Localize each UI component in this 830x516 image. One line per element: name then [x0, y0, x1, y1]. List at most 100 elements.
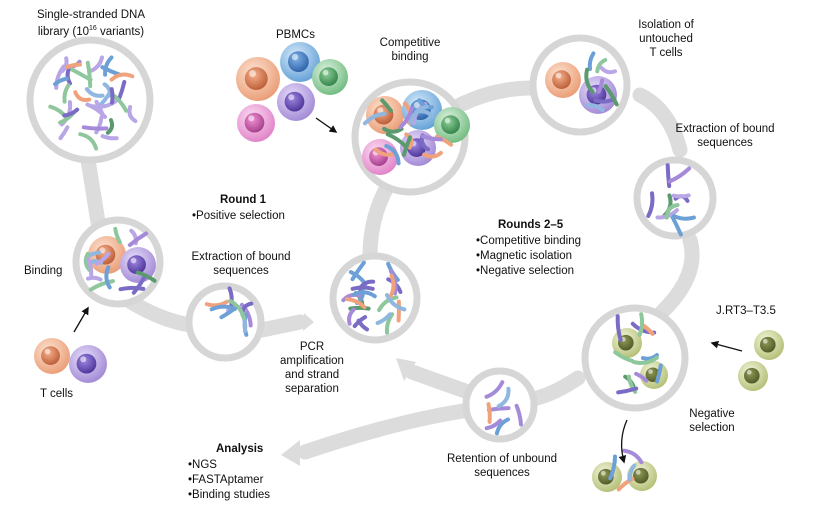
dna-strand [118, 285, 146, 292]
dna-strand [484, 418, 503, 431]
bound-cell [434, 107, 470, 143]
dna-strand [109, 87, 115, 105]
dna-strand [634, 371, 649, 383]
extraction-left-label: Extraction of bound sequences [191, 251, 291, 277]
dna-strand [53, 76, 69, 87]
dna-strand [86, 275, 103, 282]
dna-strand [341, 292, 362, 303]
track-retention-to-pcr [404, 364, 476, 400]
dna-strand [54, 64, 66, 90]
t-cell [34, 338, 70, 374]
rounds25-list: Competitive binding Magnetic isolation N… [476, 234, 616, 279]
track-isolation-to-extraction [632, 87, 688, 158]
dna-strand [587, 51, 596, 71]
dna-strand [377, 295, 399, 313]
dna-strand [388, 273, 396, 298]
pcr-label: PCR amplification and strand separation [280, 341, 344, 395]
dna-strand [385, 132, 409, 150]
pbmc-cell [312, 59, 348, 95]
round1-list: Positive selection [192, 209, 322, 224]
dna-strand [514, 403, 523, 427]
dna-strand [670, 215, 683, 237]
track-retention-to-analysis [297, 402, 478, 460]
dna-strand [665, 163, 672, 189]
dna-strand [667, 166, 692, 184]
dna-strand [375, 312, 392, 325]
dna-strand [352, 290, 377, 299]
dna-strand [608, 454, 617, 481]
discarded-cell [627, 461, 657, 491]
track-binding-to-extraction [120, 292, 198, 333]
analysis-list: NGS FASTAptamer Binding studies [188, 458, 318, 503]
dna-strand [65, 62, 82, 69]
track-arrowhead-right [303, 313, 314, 331]
dna-strand [404, 132, 414, 150]
dna-strand [362, 111, 387, 126]
dna-strand [382, 126, 404, 134]
dna-strand [496, 386, 511, 409]
dna-strand [102, 82, 113, 98]
t-cell [69, 345, 107, 383]
dna-strand [486, 406, 511, 412]
dna-strand [94, 251, 111, 266]
track-competitive-to-isolation [452, 80, 540, 113]
dna-strand [398, 105, 415, 130]
dna-strand [384, 144, 401, 166]
analysis-item: FASTAptamer [188, 473, 318, 488]
dna-strand [434, 134, 453, 147]
dna-strand [62, 83, 71, 104]
dna-strand [105, 118, 115, 135]
track-pcr-to-competitive [362, 174, 398, 264]
dna-strand [627, 463, 637, 482]
rounds25-item: Competitive binding [476, 234, 616, 249]
pbmcs-label: PBMCs [276, 29, 315, 41]
discard-arrow [618, 419, 628, 464]
dna-strand [83, 251, 92, 272]
dna-strand [228, 299, 246, 321]
dna-strand [94, 115, 104, 135]
track-library-to-binding [80, 152, 106, 230]
dna-strand [204, 299, 229, 308]
dna-strand [422, 150, 443, 159]
dna-strand [486, 402, 492, 424]
dna-strand [414, 109, 435, 119]
dna-strand [585, 103, 605, 113]
dna-strand [348, 305, 371, 311]
track-arrowhead-pcr [396, 358, 416, 381]
dna-strand [73, 90, 92, 102]
dna-strand [62, 107, 80, 118]
dna-strand [385, 293, 407, 312]
dna-strand [84, 87, 105, 98]
analysis-item: NGS [188, 458, 318, 473]
dna-strand [641, 353, 659, 361]
dna-strand [227, 286, 234, 309]
jurkat-cell [754, 330, 784, 360]
competitive-binding-label: Competitive binding [379, 37, 441, 63]
dna-strand [58, 125, 70, 141]
dna-strand [373, 147, 396, 157]
pbmc-cell [277, 83, 315, 121]
dna-strand [109, 72, 135, 82]
tcell-arrow [73, 306, 89, 333]
dna-strand [420, 134, 443, 142]
dna-strand [584, 67, 595, 94]
dna-strand [641, 323, 655, 336]
jurkat-arrow [710, 340, 743, 352]
dna-strand [622, 448, 644, 465]
isolated-cell [545, 62, 581, 98]
dna-strand [350, 260, 366, 282]
analysis-box: Analysis NGS FASTAptamer Binding studies [188, 442, 318, 503]
dna-strand [347, 307, 356, 326]
track-extraction-to-pcr [254, 314, 308, 338]
pbmc-cell [237, 104, 275, 142]
dna-strand [672, 214, 696, 221]
negative-selection-label: Negative selection [689, 408, 735, 434]
rounds25-box: Rounds 2–5 Competitive binding Magnetic … [476, 218, 616, 279]
discarded-cell [592, 462, 622, 492]
dna-strand [94, 99, 105, 117]
analysis-item: Binding studies [188, 488, 318, 503]
dna-strand [616, 386, 639, 395]
dna-strand [117, 80, 127, 101]
rounds25-item: Negative selection [476, 264, 616, 279]
